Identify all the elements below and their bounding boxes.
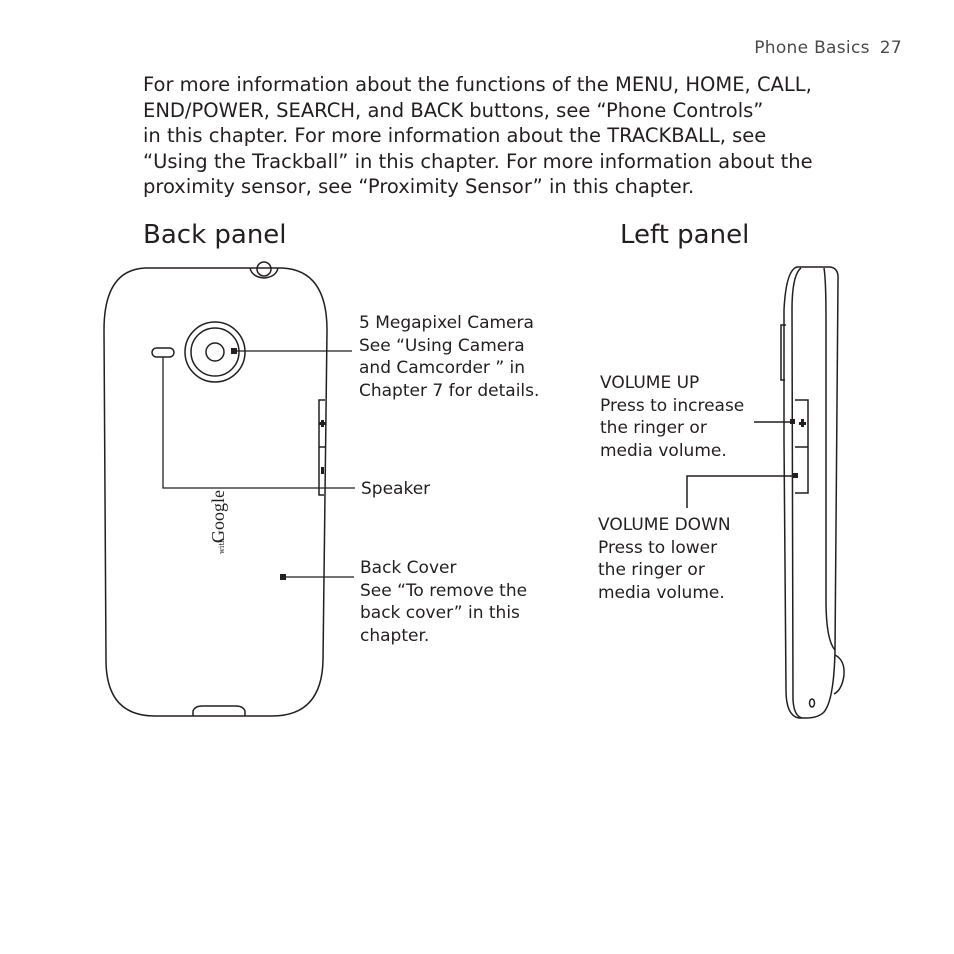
volume-up-callout-line: Press to increase: [600, 395, 745, 416]
volume-down-callout: VOLUME DOWN Press to lower the ringer or…: [598, 514, 731, 604]
volume-up-callout-line: the ringer or: [600, 418, 707, 438]
camera-leader-dot: [231, 348, 237, 354]
volume-down-leader-line: [686, 475, 796, 508]
logo-google-text: Google: [208, 490, 228, 543]
camera-lens: [205, 342, 225, 362]
intro-line: For more information about the functions…: [143, 73, 812, 96]
camera-outer-ring: [184, 321, 246, 383]
intro-line: “Using the Trackball” in this chapter. F…: [143, 149, 813, 173]
back-panel-top-bump: [249, 267, 279, 279]
volume-down-callout-title: VOLUME DOWN: [598, 515, 731, 535]
back-panel-bottom-slot: [192, 705, 246, 716]
volume-down-callout-line: the ringer or: [598, 560, 705, 580]
volume-up-callout-title: VOLUME UP: [600, 373, 700, 393]
camera-callout-line: Chapter 7 for details.: [359, 380, 540, 401]
back-cover-callout-line: See “To remove the: [360, 580, 528, 601]
left-panel-top-button: [780, 324, 786, 381]
camera-callout-line: and Camcorder ” in: [359, 358, 526, 378]
speaker-callout-title: Speaker: [361, 479, 431, 499]
left-panel-bottom-bump: [833, 654, 845, 695]
volume-down-callout-line: media volume.: [598, 582, 725, 603]
camera-inner-ring: [190, 327, 240, 377]
minus-mark-back: [321, 467, 324, 474]
volume-up-leader-dot: [790, 419, 795, 424]
speaker-callout: Speaker: [361, 478, 430, 501]
page-number: 27: [879, 38, 902, 58]
camera-callout-title: 5 Megapixel Camera: [359, 313, 534, 333]
back-cover-callout-title: Back Cover: [360, 558, 457, 578]
left-panel-title: Left panel: [620, 220, 750, 250]
plus-mark-back-h: [319, 422, 326, 425]
camera-callout: 5 Megapixel Camera See “Using Camera and…: [359, 312, 539, 402]
plus-mark-left-h: [799, 422, 806, 425]
back-cover-callout-line: back cover” in this: [360, 603, 520, 623]
volume-down-callout-line: Press to lower: [598, 537, 718, 558]
camera-callout-line: See “Using Camera: [359, 335, 525, 356]
intro-paragraph: For more information about the functions…: [143, 72, 883, 200]
left-panel-strap-hole: [808, 698, 816, 708]
back-cover-leader-dot: [280, 574, 286, 580]
volume-down-leader-dot: [793, 473, 798, 478]
back-panel-title: Back panel: [143, 220, 287, 250]
back-panel-phone-outline: [103, 267, 328, 717]
google-logo: with Google: [208, 490, 228, 554]
left-panel-back-edge: [823, 267, 836, 651]
page-header: Phone Basics 27: [754, 38, 902, 58]
speaker-leader-line: [162, 357, 355, 489]
logo-with-text: with: [218, 538, 226, 554]
headset-jack: [256, 261, 272, 277]
left-panel-inner-edge: [791, 267, 803, 719]
volume-up-callout: VOLUME UP Press to increase the ringer o…: [600, 372, 744, 462]
back-cover-callout: Back Cover See “To remove the back cover…: [360, 557, 527, 647]
back-cover-callout-line: chapter.: [360, 625, 430, 646]
intro-line: in this chapter. For more information ab…: [143, 124, 767, 147]
intro-line: proximity sensor, see “Proximity Sensor”…: [143, 175, 695, 198]
intro-line: END/POWER, SEARCH, and BACK buttons, see…: [143, 98, 764, 122]
left-panel-phone-outline: [783, 266, 839, 719]
section-name: Phone Basics: [754, 38, 870, 58]
volume-up-callout-line: media volume.: [600, 440, 727, 461]
speaker-grille: [151, 347, 175, 358]
